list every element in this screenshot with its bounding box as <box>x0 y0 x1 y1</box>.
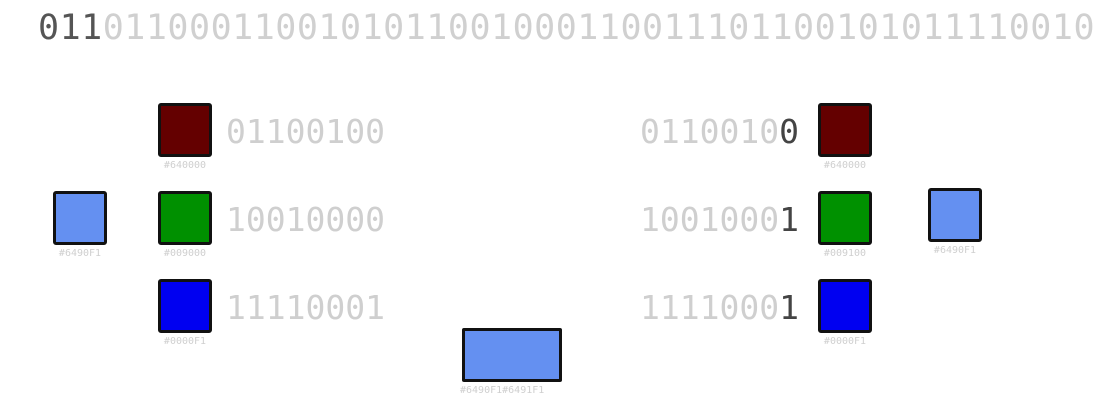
right-result-swatch-group: #6490F1 <box>928 188 982 256</box>
left-result-swatch-group: #6490F1 <box>53 191 107 259</box>
left-red-swatch-group: #640000 <box>158 103 212 171</box>
right-red-bits: 01100100 <box>640 115 799 148</box>
left-green-bits-text: 10010000 <box>226 200 385 239</box>
right-red-bits-lo: 0110010 <box>640 112 780 151</box>
right-red-hex: #640000 <box>823 160 867 171</box>
right-blue-hex: #0000F1 <box>823 336 867 347</box>
left-red-swatch <box>158 103 212 157</box>
rgb-venn-diagram <box>448 138 582 282</box>
right-blue-swatch-group: #0000F1 <box>818 279 872 347</box>
right-green-swatch-group: #009100 <box>818 191 872 259</box>
bit-sequence-rest: 0110001100101011001000110011101100101011… <box>102 8 1095 48</box>
bit-sequence-highlight: 011 <box>38 8 103 48</box>
comparison-swatch <box>462 328 562 382</box>
venn-blue-circle <box>493 194 581 282</box>
left-green-swatch <box>158 191 212 245</box>
left-blue-bits: 11110001 <box>226 291 385 324</box>
left-green-bits: 10010000 <box>226 203 385 236</box>
right-green-bits-lo: 1001000 <box>640 200 780 239</box>
right-green-swatch <box>818 191 872 245</box>
right-green-bits: 10010001 <box>640 203 799 236</box>
right-red-swatch <box>818 103 872 157</box>
left-red-bits: 01100100 <box>226 115 385 148</box>
left-blue-hex: #0000F1 <box>163 336 207 347</box>
left-result-hex: #6490F1 <box>58 248 102 259</box>
comparison-swatch-group: #6490F1#6491F1 <box>460 328 572 396</box>
right-red-bits-hi: 0 <box>779 112 799 151</box>
right-blue-bits-lo: 1111000 <box>640 288 780 327</box>
left-blue-swatch-group: #0000F1 <box>158 279 212 347</box>
left-blue-swatch <box>158 279 212 333</box>
left-red-bits-text: 01100100 <box>226 112 385 151</box>
right-blue-bits: 11110001 <box>640 291 799 324</box>
left-blue-bits-text: 11110001 <box>226 288 385 327</box>
comparison-hex-label: #6490F1#6491F1 <box>460 385 545 396</box>
right-result-swatch <box>928 188 982 242</box>
right-green-bits-hi: 1 <box>779 200 799 239</box>
right-green-hex: #009100 <box>823 248 867 259</box>
bit-sequence: 0110110001100101011001000110011101100101… <box>38 8 1095 48</box>
left-red-hex: #640000 <box>163 160 207 171</box>
left-green-hex: #009000 <box>163 248 207 259</box>
right-result-hex: #6490F1 <box>933 245 977 256</box>
left-result-swatch <box>53 191 107 245</box>
right-blue-swatch <box>818 279 872 333</box>
right-red-swatch-group: #640000 <box>818 103 872 171</box>
left-green-swatch-group: #009000 <box>158 191 212 259</box>
right-blue-bits-hi: 1 <box>779 288 799 327</box>
